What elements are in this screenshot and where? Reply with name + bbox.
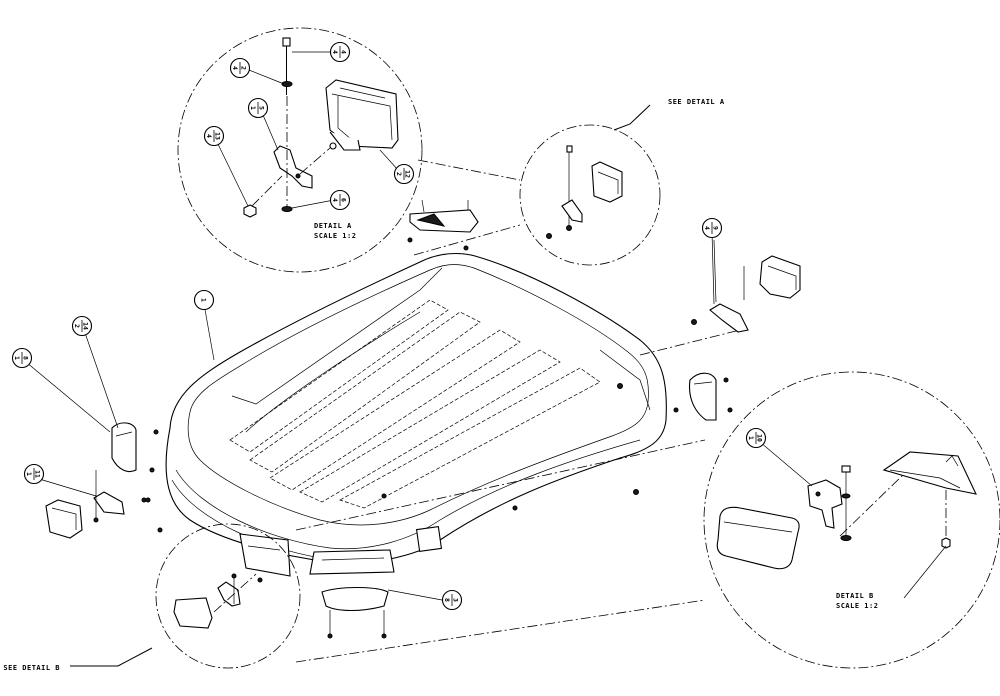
callout-item-number: 13 (214, 132, 222, 140)
detail-a-scale: SCALE 1:2 (314, 232, 356, 240)
callout-item-number: 11 (34, 470, 42, 478)
callout-4: 44 (329, 41, 351, 63)
callout-10: 101 (745, 427, 767, 449)
callout-item-number: 6 (340, 198, 348, 202)
callout-item-number: 4 (340, 50, 348, 54)
callout-quantity: 1 (13, 356, 21, 360)
callout-quantity: 1 (747, 436, 755, 440)
detail-b-cab-corner (882, 451, 977, 495)
cab-roof-inner-panel (187, 264, 649, 526)
callout-item-number: 14 (82, 322, 90, 330)
detail-a-title: DETAIL A (314, 222, 352, 230)
roof-rib-1 (229, 299, 449, 453)
callout-1: 1 (193, 289, 215, 311)
callout-quantity: 4 (331, 198, 339, 202)
detail-b-bracket (807, 479, 843, 529)
detail-b-lamp (716, 506, 800, 570)
detail-a-bracket (273, 145, 313, 189)
leader-lines (25, 51, 947, 601)
callout-6: 64 (329, 189, 351, 211)
callout-circle (193, 289, 215, 311)
callout-item-number: 5 (258, 106, 266, 110)
callout-14: 142 (71, 315, 93, 337)
see-detail-a-label: SEE DETAIL A (668, 98, 725, 106)
callout-2: 24 (229, 57, 251, 79)
see-detail-a-circle (519, 124, 661, 266)
roof-rib-2 (249, 311, 481, 473)
callout-quantity: 4 (205, 134, 213, 138)
left-bracket (93, 491, 125, 515)
roof-rib-4 (299, 349, 561, 503)
callout-8: 81 (11, 347, 33, 369)
callout-quantity: 1 (249, 106, 257, 110)
roof-rib-5 (339, 367, 601, 509)
detail-a-washer (281, 81, 293, 87)
detail-b-title: DETAIL B (836, 592, 874, 600)
detail-a-nut (243, 204, 257, 218)
cab-roof-shell (165, 252, 667, 565)
see-detail-b-lamp (173, 597, 213, 629)
detail-a-bolt-head (282, 37, 291, 47)
see-detail-a-view: SEE DETAIL A (413, 98, 725, 266)
callout-item-number: 10 (756, 434, 764, 442)
cab-roof-assembly (145, 199, 667, 639)
callout-quantity: 4 (331, 50, 339, 54)
see-detail-b-circle (155, 523, 301, 669)
detail-a-circle (177, 27, 423, 273)
detail-b-view: DETAIL B SCALE 1:2 (703, 371, 1000, 669)
front-right-opening (415, 525, 443, 553)
callout-quantity: 4 (703, 226, 711, 230)
callout-13: 134 (203, 125, 225, 147)
callout-item-number: 1 (200, 298, 208, 302)
detail-a-view: DETAIL A SCALE 1:2 (177, 27, 423, 273)
right-side-mirror-lamp (688, 372, 717, 421)
callout-quantity: 2 (73, 324, 81, 328)
right-lamp-assembly (639, 239, 801, 421)
front-under-lamp (321, 587, 389, 612)
top-visor-lamp (409, 209, 479, 233)
detail-a-lower-washer (281, 206, 293, 212)
callout-quantity: 4 (231, 66, 239, 70)
callout-item-number: 2 (240, 66, 248, 70)
see-detail-a-lamp (591, 161, 623, 203)
see-detail-b-view: SEE DETAIL B (3, 439, 706, 672)
callout-item-number: 9 (712, 226, 720, 230)
callout-12: 122 (393, 163, 415, 185)
right-bracket (709, 303, 749, 333)
callout-3: 38 (441, 589, 463, 611)
left-lamp-assembly (45, 422, 147, 539)
callout-quantity: 8 (443, 598, 451, 602)
right-work-lamp (759, 255, 801, 299)
callout-9: 94 (701, 217, 723, 239)
left-work-lamp (45, 499, 83, 539)
roof-rib-3 (269, 329, 521, 491)
detail-b-scale: SCALE 1:2 (836, 602, 878, 610)
callout-5: 51 (247, 97, 269, 119)
front-center-opening (309, 549, 395, 575)
left-side-mirror-lamp (111, 422, 137, 473)
callout-quantity: 1 (25, 472, 33, 476)
callout-item-number: 3 (452, 598, 460, 602)
callout-11: 111 (23, 463, 45, 485)
front-left-opening (239, 533, 291, 577)
callout-item-number: 12 (404, 170, 412, 178)
callout-item-number: 8 (22, 356, 30, 360)
see-detail-b-label: SEE DETAIL B (3, 664, 60, 672)
detail-b-circle (703, 371, 1000, 669)
callout-quantity: 2 (395, 172, 403, 176)
